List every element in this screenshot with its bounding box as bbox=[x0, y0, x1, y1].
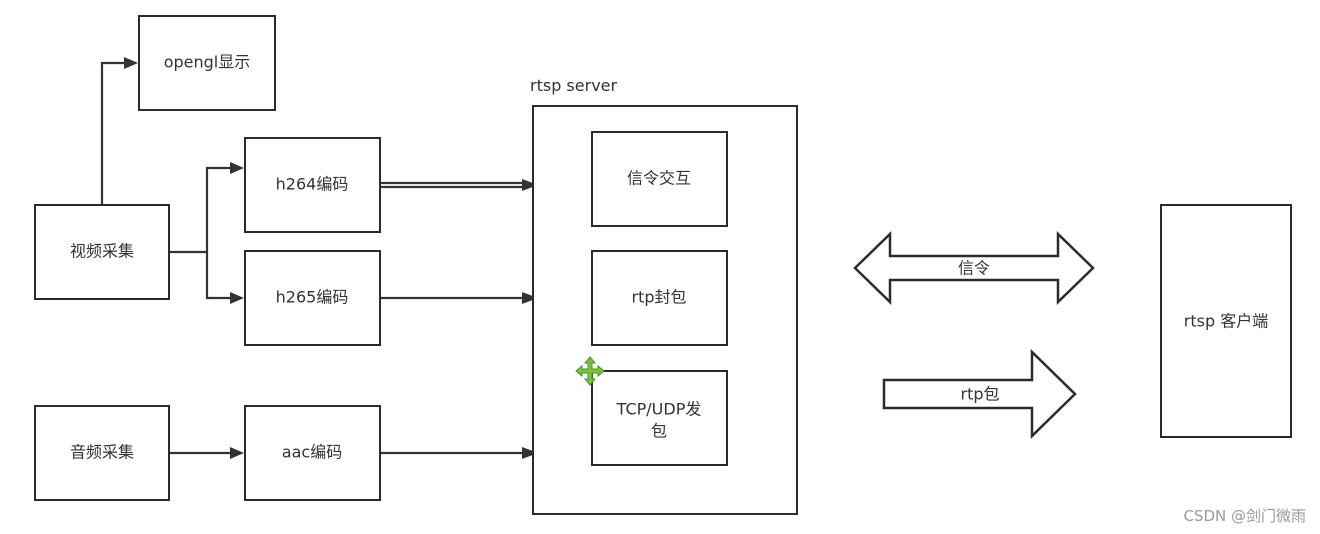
watermark: CSDN @剑门微雨 bbox=[1183, 507, 1306, 525]
node-aac-label: aac编码 bbox=[282, 443, 342, 462]
signaling-double-arrow: 信令 bbox=[853, 231, 1095, 305]
rtp-packet-arrow: rtp包 bbox=[882, 349, 1077, 439]
node-rtsp-client: rtsp 客户端 bbox=[1160, 204, 1292, 438]
node-tcp-udp-send: TCP/UDP发 包 bbox=[591, 370, 728, 466]
connector-h265-to-server bbox=[380, 292, 538, 304]
move-cursor-icon bbox=[575, 356, 605, 386]
node-audio-capture: 音频采集 bbox=[34, 405, 170, 501]
node-tcp-udp-label-line1: TCP/UDP发 bbox=[616, 400, 702, 419]
node-signaling-exchange-label: 信令交互 bbox=[627, 169, 691, 188]
node-h264-label: h264编码 bbox=[276, 175, 349, 194]
node-video-capture: 视频采集 bbox=[34, 204, 170, 300]
node-opengl-display: opengl显示 bbox=[138, 15, 276, 111]
connector-audio-to-aac bbox=[169, 447, 244, 459]
connector-h264-to-server bbox=[380, 179, 538, 191]
node-h265-label: h265编码 bbox=[276, 288, 349, 307]
node-h264-encoder: h264编码 bbox=[244, 137, 381, 233]
node-tcp-udp-label-line2: 包 bbox=[651, 422, 667, 441]
node-video-capture-label: 视频采集 bbox=[70, 242, 134, 261]
node-rtp-packetize-label: rtp封包 bbox=[631, 288, 686, 307]
node-h265-encoder: h265编码 bbox=[244, 250, 381, 346]
rtsp-server-container: rtsp server 信令交互 rtp封包 TCP/UDP发 包 bbox=[530, 76, 798, 515]
node-rtsp-client-label: rtsp 客户端 bbox=[1184, 312, 1268, 331]
node-audio-capture-label: 音频采集 bbox=[70, 443, 134, 462]
connector-aac-to-server bbox=[380, 447, 538, 459]
rtsp-server-title: rtsp server bbox=[530, 76, 618, 95]
node-signaling-exchange: 信令交互 bbox=[591, 131, 728, 227]
signaling-arrow-label: 信令 bbox=[958, 259, 990, 278]
connector-video-to-opengl bbox=[100, 57, 138, 205]
connector-video-to-encoders bbox=[169, 162, 244, 304]
node-rtp-packetize: rtp封包 bbox=[591, 250, 728, 346]
node-opengl-label: opengl显示 bbox=[164, 53, 251, 72]
rtp-arrow-label: rtp包 bbox=[960, 385, 999, 404]
node-aac-encoder: aac编码 bbox=[244, 405, 381, 501]
